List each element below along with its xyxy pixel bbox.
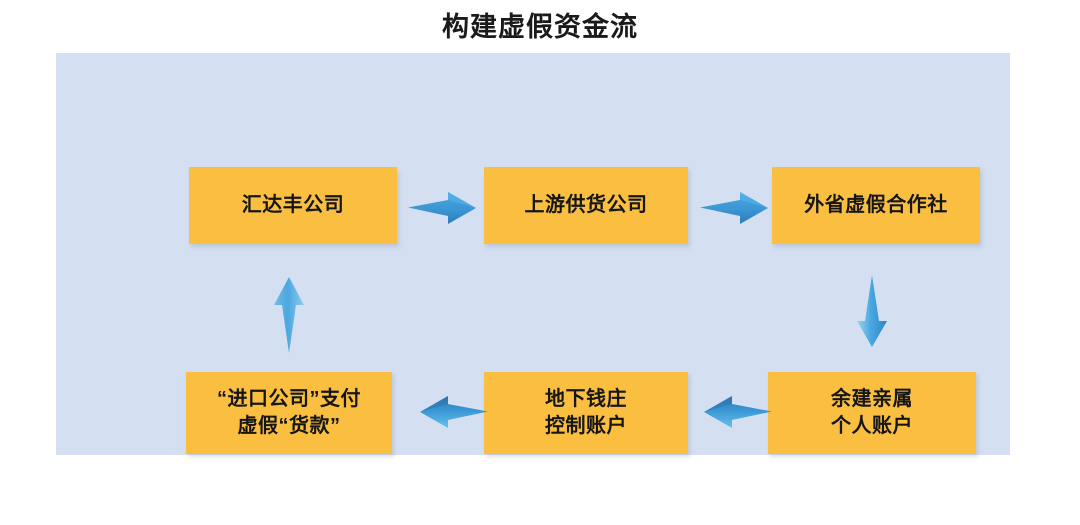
flow-node-relative-account[interactable]: 余建亲属 个人账户 [768, 372, 976, 454]
flow-node-import-company[interactable]: “进口公司”支付 虚假“货款” [186, 372, 392, 454]
arrow-up-icon [269, 275, 309, 353]
flow-diagram-panel: 汇达丰公司 上游供货公司 外省虚假合作社 “进口公司”支付 虚假“货款” 地下钱… [56, 53, 1010, 455]
flow-node-supplier[interactable]: 上游供货公司 [484, 167, 688, 244]
flow-node-underground-bank[interactable]: 地下钱庄 控制账户 [484, 372, 688, 454]
arrow-down-icon [852, 275, 892, 347]
flow-node-huidafeng[interactable]: 汇达丰公司 [189, 167, 397, 244]
arrow-right-icon [408, 190, 476, 226]
arrow-right-icon [700, 190, 768, 226]
flow-node-coop[interactable]: 外省虚假合作社 [772, 167, 980, 244]
arrow-left-icon [420, 394, 488, 430]
arrow-left-icon [704, 394, 772, 430]
page-title: 构建虚假资金流 [442, 12, 638, 42]
